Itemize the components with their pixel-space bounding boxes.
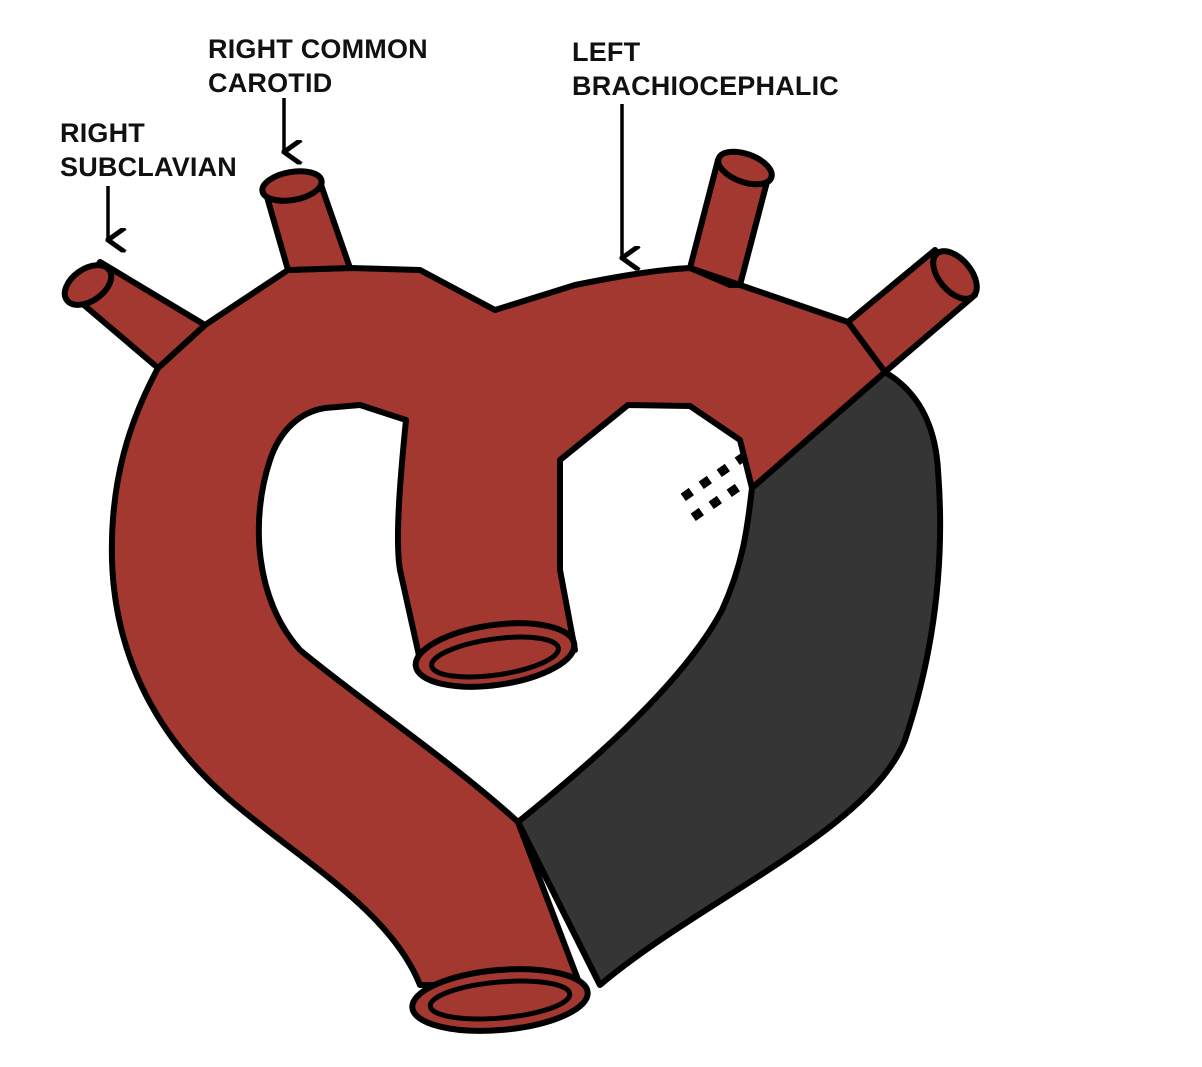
right-common-carotid-opening <box>259 168 325 204</box>
ascending-aorta-opening-inner <box>429 634 561 680</box>
label-right-common-carotid-line1: RIGHT COMMON <box>208 34 428 64</box>
label-left-brachiocephalic: LEFT BRACHIOCEPHALIC <box>572 35 839 103</box>
vascular-graft <box>515 369 944 988</box>
descending-aorta-opening-inner <box>427 978 573 1022</box>
label-left-brachiocephalic-line1: LEFT <box>572 37 641 67</box>
right-subclavian-opening <box>61 262 115 308</box>
label-right-common-carotid-line2: CAROTID <box>208 68 333 98</box>
label-left-brachiocephalic-line2: BRACHIOCEPHALIC <box>572 71 840 101</box>
left-subclavian-opening <box>930 248 980 302</box>
label-right-subclavian: RIGHT SUBCLAVIAN <box>60 116 237 184</box>
suture-marks <box>680 451 748 521</box>
left-brachiocephalic-opening <box>715 148 775 188</box>
graft-junction-line <box>515 820 603 987</box>
label-right-common-carotid: RIGHT COMMON CAROTID <box>208 32 428 100</box>
label-right-subclavian-line2: SUBCLAVIAN <box>60 152 237 182</box>
label-right-subclavian-line1: RIGHT <box>60 118 145 148</box>
